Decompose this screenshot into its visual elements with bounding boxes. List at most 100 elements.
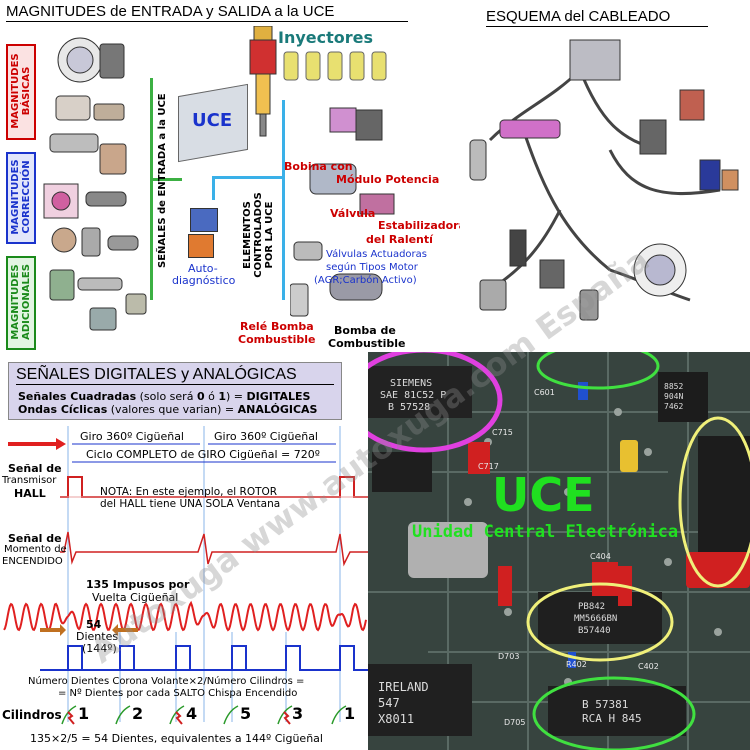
cylinders-label: Cilindros bbox=[2, 708, 62, 722]
signals-header-box bbox=[8, 362, 342, 420]
valve-label-2: Estabilizadora bbox=[378, 219, 460, 232]
board-label-d703: D703 bbox=[498, 652, 520, 661]
wiring-panel: ESQUEMA del CABLEADO bbox=[460, 0, 750, 352]
firing-order-4: 5 bbox=[240, 704, 252, 723]
chip-text-5a: 8852 bbox=[664, 382, 684, 391]
category-correction bbox=[6, 152, 36, 244]
firing-order-3: 4 bbox=[186, 704, 198, 723]
hall-label-2: Transmisor bbox=[2, 475, 57, 486]
board-label-c717: C717 bbox=[478, 462, 499, 471]
injectors-label: Inyectores bbox=[278, 28, 374, 47]
sensors-illustration bbox=[43, 37, 147, 331]
giro-label-1: Giro 360º Cigüeñal bbox=[80, 430, 184, 443]
bottom-note: 135×2/5 = 54 Dientes, equivalentes a 144… bbox=[30, 732, 323, 745]
hall-label-3: HALL bbox=[14, 487, 46, 500]
chip-text-2c: B57440 bbox=[578, 626, 611, 636]
signals-panel: SEÑALES DIGITALES y ANALÓGICAS Señales C… bbox=[0, 352, 368, 750]
relay-label-1: Relé Bomba bbox=[240, 320, 314, 333]
chip-text-1b: SAE 81C52 P bbox=[380, 390, 447, 401]
giro-label-2: Giro 360º Cigüeñal bbox=[214, 430, 318, 443]
cycle-label: Ciclo COMPLETO de GIRO Cigüeñal = 720º bbox=[86, 448, 320, 461]
autodiag-label-1: Auto- bbox=[188, 262, 218, 275]
inputs-outputs-panel: MAGNITUDES de ENTRADA y SALIDA a la UCE … bbox=[0, 0, 460, 352]
analog-line-result: ANALÓGICAS bbox=[237, 403, 318, 416]
formula-line-1: Número Dientes Corona Volante×2/Número C… bbox=[28, 676, 305, 687]
wiring-title-underline bbox=[486, 26, 708, 27]
chip-text-3a: B 57381 bbox=[582, 698, 629, 711]
controlled-elements-label: ELEMENTOS CONTROLADOS POR LA UCE bbox=[242, 192, 275, 278]
pulses-label-1: 135 Impusos por bbox=[86, 578, 190, 591]
analog-line: Ondas Cíclicas (valores que varian) = AN… bbox=[18, 403, 317, 416]
nota-line-2: del HALL tiene UNA SOLA Ventana bbox=[100, 498, 281, 510]
valves-label-3: (AGR;Carbón Activo) bbox=[314, 275, 417, 286]
autodiag-module-icon bbox=[188, 234, 214, 258]
teeth-label-1: 54 bbox=[86, 618, 102, 631]
analog-line-mid: (valores que varian) = bbox=[107, 403, 238, 416]
pcb-uce-title: UCE bbox=[492, 468, 595, 522]
category-correction-label: MAGNITUDES CORRECCIÓN bbox=[10, 159, 32, 235]
chip-text-5b: 904N bbox=[664, 392, 684, 401]
ignition-label-1: Señal de bbox=[8, 532, 62, 545]
autodiag-label-2: diagnóstico bbox=[172, 274, 236, 287]
input-signals-label: SEÑALES de ENTRADA a la UCE bbox=[157, 93, 168, 268]
title-underline bbox=[6, 21, 408, 22]
category-basic-label: MAGNITUDES BÁSICAS bbox=[10, 53, 32, 129]
pump-label-1: Bomba de bbox=[334, 324, 396, 337]
firing-order-2: 2 bbox=[132, 704, 144, 723]
signal-bus-to-uce bbox=[150, 178, 182, 181]
chip-text-4b: 547 bbox=[378, 696, 400, 710]
digital-line-o: ó bbox=[204, 390, 219, 403]
ignition-label-2: Momento de bbox=[4, 544, 67, 555]
category-additional bbox=[6, 256, 36, 350]
digital-line-result: DIGITALES bbox=[246, 390, 311, 403]
uce-label: UCE bbox=[192, 110, 233, 131]
chip-text-1a: SIEMENS bbox=[390, 378, 433, 389]
digital-line-one: 1 bbox=[218, 390, 226, 403]
formula-line-2: = Nº Dientes por cada SALTO Chispa Encen… bbox=[58, 688, 298, 699]
board-label-r402: R402 bbox=[566, 660, 587, 669]
pcb-panel: SIEMENS SAE 81C52 P B 57528 PB842 MM5666… bbox=[368, 352, 750, 750]
valves-label-2: según Tipos Motor bbox=[326, 262, 418, 273]
relay-label-2: Combustible bbox=[238, 333, 316, 346]
hall-label-1: Señal de bbox=[8, 462, 62, 475]
chip-text-2b: MM5666BN bbox=[574, 614, 618, 624]
nota-line-1: NOTA: En este ejemplo, el ROTOR bbox=[100, 486, 278, 498]
digital-line: Señales Cuadradas (solo será 0 ó 1) = DI… bbox=[18, 390, 310, 403]
pcb-illustration bbox=[368, 352, 750, 750]
ignition-label-3: ENCENDIDO bbox=[2, 556, 63, 567]
pcb-uce-subtitle: Unidad Central Electrónica bbox=[412, 522, 679, 542]
chip-text-4a: IRELAND bbox=[378, 680, 429, 694]
firing-order-1: 1 bbox=[78, 704, 90, 723]
wiring-title: ESQUEMA del CABLEADO bbox=[486, 8, 671, 25]
analog-line-bold: Ondas Cíclicas bbox=[18, 403, 108, 416]
output-bus-line bbox=[282, 100, 285, 300]
pump-label-2: Combustible bbox=[328, 337, 406, 350]
firing-order-5: 3 bbox=[292, 704, 304, 723]
chip-text-5c: 7462 bbox=[664, 402, 684, 411]
digital-line-mid: (solo será bbox=[136, 390, 197, 403]
teeth-label-2: Dientes bbox=[76, 630, 119, 643]
chip-text-1c: B 57528 bbox=[388, 402, 431, 413]
coil-label-1: Bobina con bbox=[284, 160, 353, 173]
spark-icons bbox=[61, 705, 347, 725]
teeth-label-3: (144º) bbox=[82, 642, 117, 655]
valve-label-3: del Ralentí bbox=[366, 233, 433, 246]
signals-title-underline bbox=[16, 384, 334, 385]
injectors-row-icon bbox=[283, 51, 387, 81]
coil-label-2: Módulo Potencia bbox=[336, 173, 440, 186]
chip-text-3b: RCA H 845 bbox=[582, 712, 642, 725]
actuators-illustration bbox=[290, 107, 395, 317]
output-bus-to-uce bbox=[212, 176, 284, 179]
chip-text-2a: PB842 bbox=[578, 602, 606, 612]
pulses-label-2: Vuelta Cigüeñal bbox=[92, 591, 179, 604]
inputs-outputs-title: MAGNITUDES de ENTRADA y SALIDA a la UCE bbox=[6, 3, 335, 20]
digital-line-bold: Señales Cuadradas bbox=[18, 390, 137, 403]
board-label-d705: D705 bbox=[504, 718, 526, 727]
valves-label-1: Válvulas Actuadoras bbox=[326, 249, 427, 260]
digital-line-zero: 0 bbox=[196, 390, 205, 403]
autodiag-connector-icon bbox=[190, 208, 218, 232]
timing-diagram bbox=[3, 426, 368, 722]
category-additional-label: MAGNITUDES ADICIONALES bbox=[10, 264, 32, 340]
digital-line-end: ) = bbox=[225, 390, 247, 403]
valve-label-1: Válvula bbox=[330, 207, 376, 220]
